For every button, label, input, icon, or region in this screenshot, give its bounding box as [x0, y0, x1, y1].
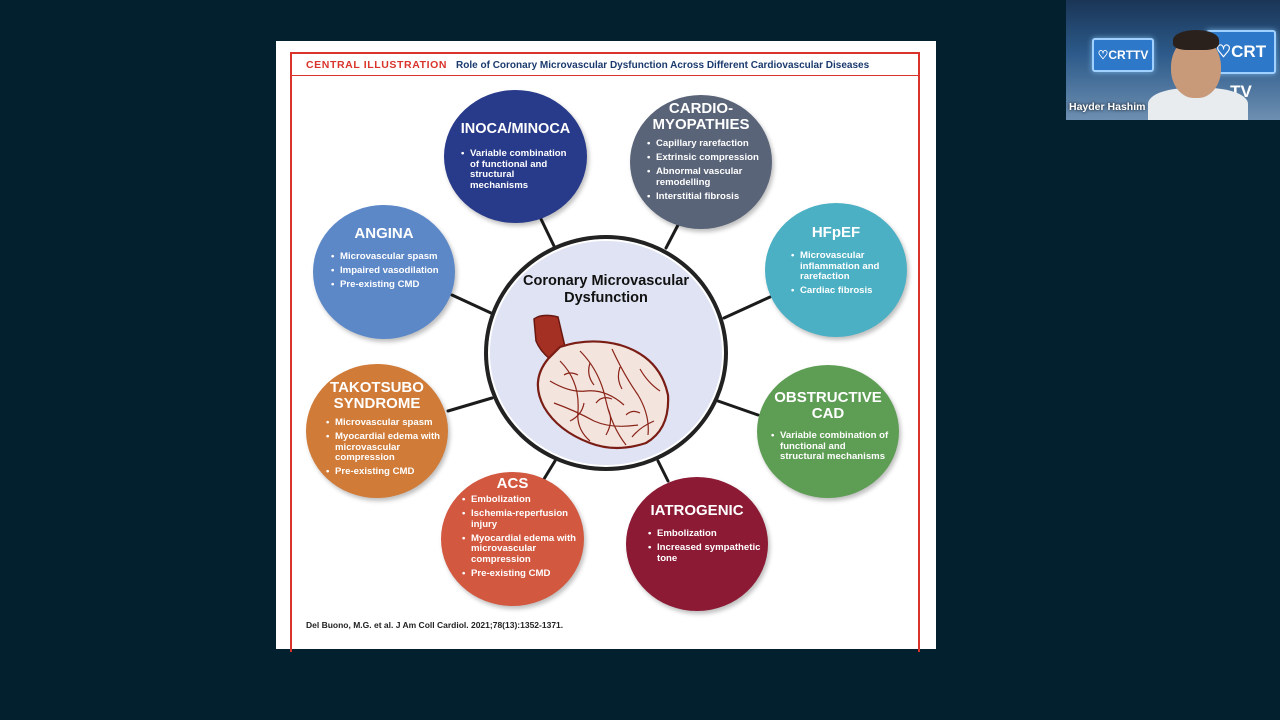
- list-item: Myocardial edema with microvascular comp…: [326, 431, 450, 464]
- takotsubo-title-line1: TAKOTSUBO: [330, 379, 424, 396]
- list-item: Myocardial edema with microvascular comp…: [462, 533, 584, 566]
- bubble-iatrogenic: IATROGENIC Embolization Increased sympat…: [626, 477, 768, 611]
- speaker-video-thumbnail[interactable]: ♡CRTTV ♡ CRT TV Hayder Hashim: [1066, 0, 1280, 120]
- obstructive-title-line1: OBSTRUCTIVE: [774, 389, 882, 406]
- list-item: Embolization: [648, 528, 764, 540]
- sign-text: CRT TV: [1230, 42, 1267, 101]
- bubble-takotsubo: TAKOTSUBO SYNDROME Microvascular spasm M…: [306, 364, 448, 498]
- sign-text: CRTTV: [1108, 48, 1149, 62]
- list-item: Abnormal vascular remodelling: [647, 166, 767, 188]
- center-title: Coronary Microvascular Dysfunction: [522, 273, 689, 306]
- list-item: Ischemia-reperfusion injury: [462, 508, 584, 530]
- bubble-hfpef: HFpEF Microvascular inflammation and rar…: [765, 203, 907, 337]
- header-divider: [292, 75, 920, 76]
- list-item: Extrinsic compression: [647, 152, 767, 164]
- list-item: Impaired vasodilation: [331, 265, 449, 277]
- cardiomyopathies-list: Capillary rarefaction Extrinsic compress…: [647, 138, 767, 206]
- list-item: Cardiac fibrosis: [791, 285, 891, 297]
- heart-logo-icon: ♡: [1097, 48, 1109, 62]
- list-item: Microvascular spasm: [326, 417, 450, 429]
- takotsubo-title: TAKOTSUBO SYNDROME: [306, 380, 448, 412]
- central-illustration-tag: CENTRAL ILLUSTRATION: [306, 59, 448, 71]
- speaker-hair: [1173, 30, 1219, 50]
- speaker-name-label: Hayder Hashim: [1069, 101, 1146, 113]
- iatrogenic-title: IATROGENIC: [650, 502, 744, 519]
- connector-lines: [446, 217, 772, 483]
- inoca-list: Variable combination of functional and s…: [461, 148, 573, 195]
- takotsubo-title-line2: SYNDROME: [333, 395, 421, 412]
- hfpef-list: Microvascular inflammation and rarefacti…: [791, 250, 891, 300]
- heart-illustration: [533, 314, 670, 450]
- list-item: Pre-existing CMD: [462, 568, 584, 580]
- bubble-acs: ACS Embolization Ischemia-reperfusion in…: [441, 472, 584, 606]
- obstructive-title-line2: CAD: [811, 405, 845, 422]
- obstructive-cad-list: Variable combination of functional and s…: [771, 430, 889, 466]
- bubble-obstructive-cad: OBSTRUCTIVE CAD Variable combination of …: [757, 365, 899, 498]
- crt-tv-sign-left: ♡CRTTV: [1092, 38, 1154, 72]
- list-item: Variable combination of functional and s…: [461, 148, 573, 191]
- citation: Del Buono, M.G. et al. J Am Coll Cardiol…: [306, 620, 564, 630]
- angina-list: Microvascular spasm Impaired vasodilatio…: [331, 251, 449, 294]
- angina-title: ANGINA: [354, 225, 414, 242]
- list-item: Interstitial fibrosis: [647, 191, 767, 203]
- iatrogenic-list: Embolization Increased sympathetic tone: [648, 528, 764, 568]
- list-item: Microvascular inflammation and rarefacti…: [791, 250, 891, 283]
- slide-frame: [290, 52, 920, 652]
- obstructive-cad-title: OBSTRUCTIVE CAD: [757, 390, 899, 422]
- list-item: Variable combination of functional and s…: [771, 430, 889, 463]
- acs-list: Embolization Ischemia-reperfusion injury…: [462, 494, 584, 583]
- list-item: Embolization: [462, 494, 584, 506]
- list-item: Pre-existing CMD: [326, 466, 450, 478]
- slide-title: Role of Coronary Microvascular Dysfuncti…: [456, 60, 870, 71]
- list-item: Microvascular spasm: [331, 251, 449, 263]
- inoca-title: INOCA/MINOCA: [460, 121, 571, 137]
- bubble-angina: ANGINA Microvascular spasm Impaired vaso…: [313, 205, 455, 339]
- bubble-cardiomyopathies: CARDIO- MYOPATHIES Capillary rarefaction…: [630, 95, 772, 229]
- cardiomyopathies-title: CARDIO- MYOPATHIES: [630, 101, 772, 133]
- hfpef-title: HFpEF: [811, 224, 861, 241]
- list-item: Increased sympathetic tone: [648, 542, 764, 564]
- takotsubo-list: Microvascular spasm Myocardial edema wit…: [326, 417, 450, 481]
- list-item: Capillary rarefaction: [647, 138, 767, 150]
- acs-title: ACS: [496, 475, 529, 492]
- bubble-inoca-minoca: INOCA/MINOCA Variable combination of fun…: [444, 90, 587, 223]
- cardiomyopathies-title-line2: MYOPATHIES: [652, 116, 750, 133]
- cardiomyopathies-title-line1: CARDIO-: [668, 100, 734, 117]
- presentation-slide: CENTRAL ILLUSTRATION Role of Coronary Mi…: [276, 41, 936, 652]
- list-item: Pre-existing CMD: [331, 279, 449, 291]
- slide-header: CENTRAL ILLUSTRATION Role of Coronary Mi…: [306, 59, 869, 71]
